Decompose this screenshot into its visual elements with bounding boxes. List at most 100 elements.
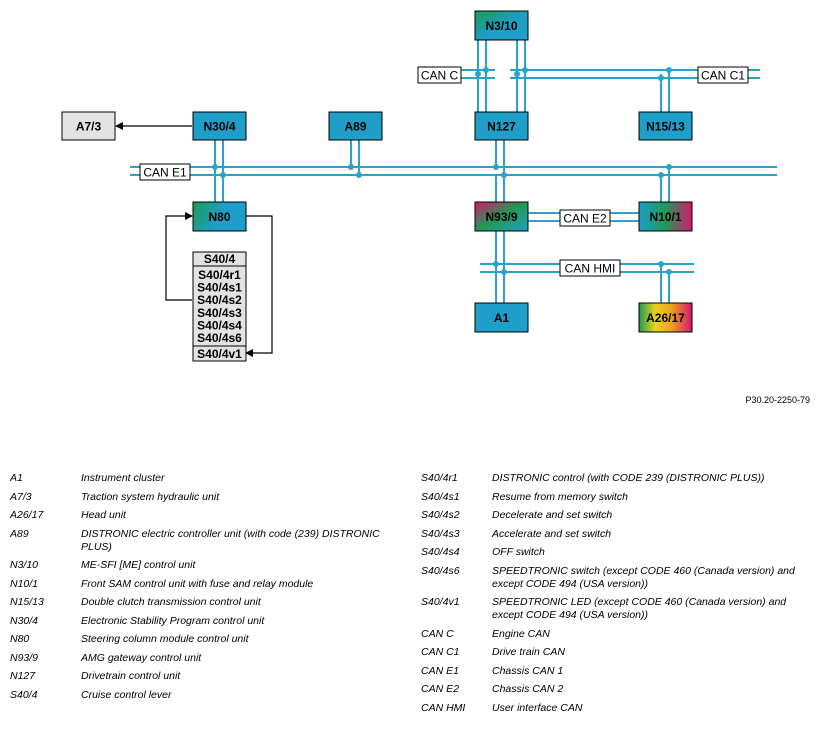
- legend-description: Double clutch transmission control unit: [81, 596, 261, 608]
- legend-code: N80: [10, 633, 30, 645]
- legend-row: N10/1 Front SAM control unit with fuse an…: [10, 578, 405, 591]
- legend-description: Instrument cluster: [81, 472, 165, 484]
- arrow-n80-to-s40-4v1: [245, 215, 273, 357]
- legend-row: N30/4 Electronic Stability Program contro…: [10, 615, 405, 628]
- legend-description: Steering column module control unit: [81, 633, 249, 645]
- legend-description: Chassis CAN 1: [492, 664, 564, 677]
- legend-code: CAN HMI: [421, 701, 466, 714]
- module-n127: N127: [474, 111, 529, 141]
- legend-row: S40/4s2 Decelerate and set switch: [421, 509, 811, 522]
- module-n30-4: N30/4: [192, 111, 247, 141]
- legend-description: ME-SFI [ME] control unit: [81, 559, 196, 571]
- switch-item: S40/4s6: [197, 331, 242, 345]
- legend-row: A1 Instrument cluster: [10, 472, 405, 485]
- network-diagram: CAN C CAN C1 CAN E1 CAN E2 CAN HMI N3/10…: [61, 10, 777, 362]
- legend-row: N127 Drivetrain control unit: [10, 670, 405, 683]
- legend-description: AMG gateway control unit: [81, 651, 202, 664]
- legend-row: S40/4s4 OFF switch: [421, 546, 811, 559]
- legend-code: CAN C: [421, 627, 454, 640]
- module-a7-3-label: A7/3: [76, 120, 102, 134]
- bus-label-can-e2: CAN E2: [559, 209, 611, 227]
- switch-item: S40/4s3: [197, 306, 242, 320]
- switch-item: S40/4r1: [198, 268, 241, 282]
- legend-code: N30/4: [10, 614, 39, 627]
- legend-description: Drivetrain control unit: [81, 670, 181, 682]
- legend-code: S40/4s4: [421, 546, 460, 558]
- legend-description: Drive train CAN: [492, 646, 565, 658]
- module-n80-label: N80: [208, 210, 230, 224]
- legend-description: Cruise control lever: [81, 688, 172, 701]
- module-a1: A1: [474, 302, 529, 333]
- legend-description: Engine CAN: [492, 627, 550, 640]
- legend-code: N127: [10, 670, 36, 682]
- switch-item: S40/4s4: [197, 318, 242, 332]
- module-n80: N80: [192, 201, 247, 232]
- legend-description: SPEEDTRONIC switch (except CODE 460 (Can…: [492, 564, 795, 590]
- legend-description: User interface CAN: [492, 701, 583, 714]
- module-n10-1: N10/1: [638, 201, 693, 232]
- module-a26-17-label: A26/17: [646, 311, 685, 325]
- legend-row: N3/10 ME-SFI [ME] control unit: [10, 559, 405, 572]
- legend-code: N10/1: [10, 577, 39, 590]
- legend-row: N80 Steering column module control unit: [10, 633, 405, 646]
- legend-code: S40/4s2: [421, 509, 460, 521]
- switch-block-footer-text: S40/4v1: [197, 347, 242, 361]
- legend-description: OFF switch: [492, 546, 545, 558]
- switch-block-items-box: [192, 265, 247, 347]
- bus-label-can-c1-text: CAN C1: [701, 69, 745, 83]
- legend-code: S40/4r1: [421, 472, 458, 484]
- junction-dots: [212, 67, 672, 275]
- legend-code: S40/4: [10, 688, 38, 701]
- module-n15-13-label: N15/13: [646, 120, 685, 134]
- legend-row: CAN E1 Chassis CAN 1: [421, 665, 811, 678]
- legend-description: Chassis CAN 2: [492, 683, 564, 695]
- figure-reference: P30.20-2250-79: [745, 395, 810, 405]
- legend-code: CAN E1: [421, 664, 459, 677]
- arrow-s40-4-to-n80: [165, 212, 193, 301]
- legend-description: Traction system hydraulic unit: [81, 490, 220, 503]
- bus-label-can-hmi: CAN HMI: [559, 259, 621, 277]
- legend-row: S40/4s6 SPEEDTRONIC switch (except CODE 4…: [421, 565, 811, 591]
- module-n15-13: N15/13: [638, 111, 693, 141]
- switch-block-footer: [192, 345, 247, 362]
- module-a89-label: A89: [344, 120, 366, 134]
- switch-block-header-text: S40/4: [204, 252, 236, 266]
- legend-code: N3/10: [10, 559, 39, 571]
- legend-row: CAN HMI User interface CAN: [421, 702, 811, 715]
- bus-label-can-hmi-text: CAN HMI: [565, 262, 616, 276]
- switch-item: S40/4s1: [197, 281, 242, 295]
- legend-code: S40/4s1: [421, 490, 460, 503]
- legend-description: Decelerate and set switch: [492, 509, 613, 521]
- module-n3-10: N3/10: [474, 10, 529, 41]
- bus-label-can-e1: CAN E1: [139, 163, 191, 181]
- module-n93-9-label: N93/9: [485, 210, 517, 224]
- legend-code: A1: [10, 472, 23, 484]
- module-n30-4-label: N30/4: [203, 120, 235, 134]
- module-n93-9: N93/9: [474, 201, 529, 232]
- legend-description: Electronic Stability Program control uni…: [81, 614, 265, 627]
- legend-code: A7/3: [10, 490, 32, 503]
- legend-code: S40/4v1: [421, 596, 460, 608]
- legend-code: A26/17: [10, 509, 44, 521]
- legend-row: N15/13 Double clutch transmission control…: [10, 596, 405, 609]
- legend-row: N93/9 AMG gateway control unit: [10, 652, 405, 665]
- legend-code: S40/4s6: [421, 564, 460, 577]
- switch-item: S40/4s2: [197, 293, 242, 307]
- bus-label-can-e1-text: CAN E1: [143, 166, 187, 180]
- bus-label-can-c-text: CAN C: [421, 69, 459, 83]
- legend-row: CAN E2 Chassis CAN 2: [421, 683, 811, 696]
- legend-code: CAN E2: [421, 683, 459, 695]
- legend-row: A7/3 Traction system hydraulic unit: [10, 491, 405, 504]
- legend-description: Front SAM control unit with fuse and rel…: [81, 577, 314, 590]
- legend-row: S40/4 Cruise control lever: [10, 689, 405, 702]
- legend-code: N15/13: [10, 596, 44, 608]
- legend-code: N93/9: [10, 651, 39, 664]
- bus-label-can-c1: CAN C1: [697, 66, 749, 84]
- legend-description: DISTRONIC electric controller unit (with…: [81, 527, 380, 553]
